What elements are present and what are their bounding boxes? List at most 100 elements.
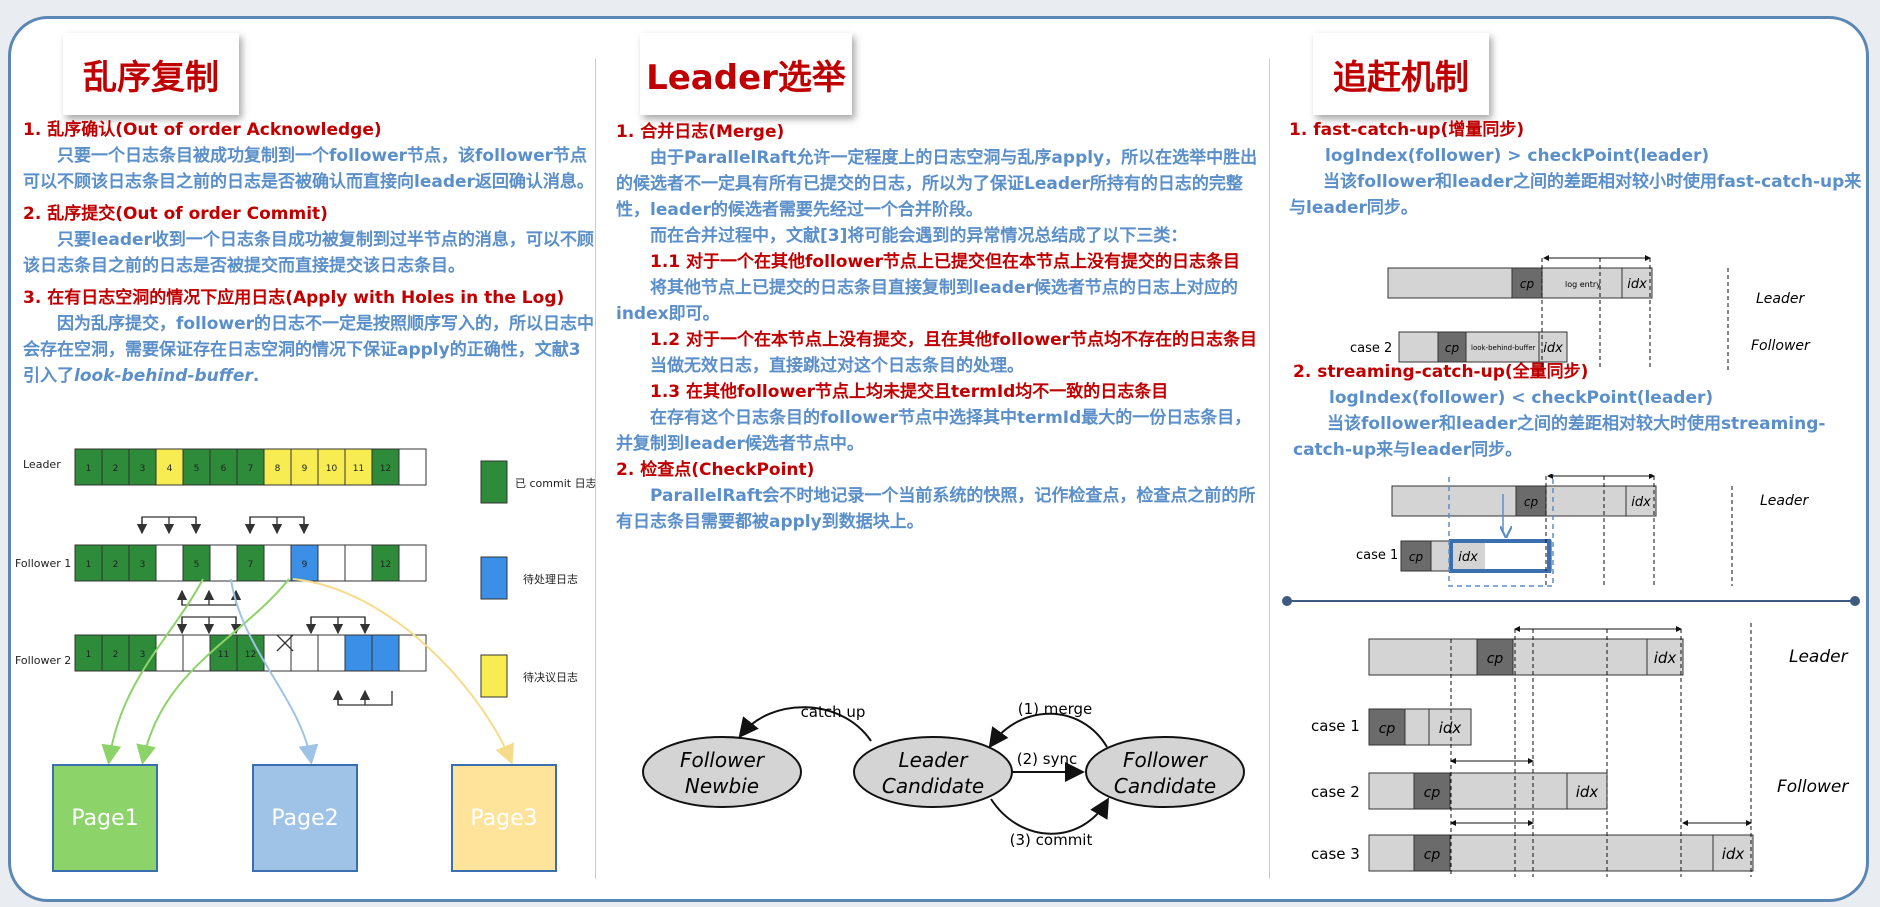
node2-line1: Leader [899,748,970,772]
mid-p12: 当做无效日志，直接跳过对这个日志条目的处理。 [650,356,1024,376]
fast-log-entry-label: log entry [1565,280,1601,289]
log-cell-number: 7 [248,560,254,570]
log-cell [344,448,373,486]
log-cell [74,634,103,672]
legend-undecided: 待决议日志 [523,670,578,684]
mid-p13: 在存有这个日志条目的follower节点中选择其中termId最大的一份日志条目… [616,408,1252,454]
log-cell [398,544,427,582]
title-out-of-order-replication: 乱序复制 [63,33,239,115]
cases-leader-cp-label: cp [1487,651,1504,667]
node2-line2: Candidate [882,774,984,798]
log-cell [236,448,265,486]
stream-leader-cp [1515,485,1547,517]
log-cell [182,448,211,486]
log-cell [209,544,238,582]
log-cell-number: 2 [113,464,119,474]
fast-follower-cp [1437,331,1467,363]
fast-follower-label: Follower [1751,338,1811,354]
log-cell-number: 1 [86,560,92,570]
cases-leader-label: Leader [1789,647,1849,667]
node3-line1: Follower [1123,748,1209,772]
middle-text: 1. 合并日志(Merge) 由于ParallelRaft允许一定程度上的日志空… [616,119,1259,535]
edge-commit: (3) commit [1010,831,1093,849]
log-cell-number: 5 [194,464,200,474]
mid-p3: ParallelRaft会不时地记录一个当前系统的快照，记作检查点，检查点之前的… [616,486,1256,532]
title-catch-up: 追赶机制 [1313,33,1489,115]
left-s3-body: 因为乱序提交，follower的日志不一定是按照顺序写入的，所以日志中会存在空洞… [23,314,595,386]
case3-cp-label: cp [1424,847,1441,863]
row-label-follower1: Follower 1 [15,557,71,570]
mid-p1: 由于ParallelRaft允许一定程度上的日志空洞与乱序apply，所以在选举… [616,148,1258,220]
page2-label: Page2 [271,806,338,831]
catch-up-diagrams: cp log entry idx Leader case 2 cp look-b… [1350,255,1811,370]
case1-cp-label: cp [1379,721,1396,737]
log-cell-number: 2 [113,650,119,660]
node1-line1: Follower [680,748,766,772]
case2-idx: idx [1576,783,1599,801]
log-cell [128,448,157,486]
page2-block [252,764,358,872]
edge-sync: (2) sync [1017,750,1077,768]
log-cell-number: 10 [326,464,338,474]
right-p2: 当该follower和leader之间的差距相对较大时使用streaming-c… [1293,414,1826,460]
log-cell-number: 2 [113,560,119,570]
left-s1-body: 只要一个日志条目被成功复制到一个follower节点，该follower节点可以… [23,146,594,192]
left-s1-heading: 1. 乱序确认(Out of order Acknowledge) [23,120,382,140]
log-cell-number: 12 [245,650,256,660]
log-cell-number: 12 [380,464,391,474]
case1-cp [1368,708,1406,746]
log-cell [344,544,373,582]
right-formula2: logIndex(follower) < checkPoint(leader) [1329,388,1714,408]
log-cell-number: 6 [221,464,227,474]
log-cell [155,544,184,582]
log-cell [344,634,373,672]
right-p1: 当该follower和leader之间的差距相对较小时使用fast-catch-… [1289,172,1862,218]
mid-h13: 1.3 在其他follower节点上均未提交且termId均不一致的日志条目 [650,382,1169,402]
cases-follower-label: Follower [1777,777,1849,797]
stream-follower-cp [1400,540,1432,572]
stream-leader-label: Leader [1760,493,1809,509]
left-s3-italic: look-behind-buffer [74,366,253,386]
right-text-1: 1. fast-catch-up(增量同步) logIndex(follower… [1289,117,1864,221]
mid-h2: 2. 检查点(CheckPoint) [616,460,815,480]
fast-lbb-label: look-behind-buffer [1471,344,1536,352]
fast-follower-cp-label: cp [1445,341,1460,355]
page1-block [52,764,158,872]
cases-case2-label: case 2 [1311,783,1360,801]
column-divider [1269,59,1270,879]
fast-leader-cp-label: cp [1520,277,1535,291]
log-cell [290,544,319,582]
node-follower-newbie [642,736,802,808]
legend-yellow-swatch [480,654,508,698]
left-text: 1. 乱序确认(Out of order Acknowledge) 只要一个日志… [23,117,595,389]
log-cell [182,544,211,582]
streaming-diagram: cp idx Leader case 1 cp idx [1356,474,1809,587]
case2-log [1368,772,1608,810]
legend-pending: 待处理日志 [523,572,578,586]
legend-green-swatch [480,460,508,504]
right-separator [1282,596,1860,606]
left-s2-heading: 2. 乱序提交(Out of order Commit) [23,204,328,224]
case2-cp-label: cp [1424,785,1441,801]
log-cell [74,544,103,582]
right-formula1: logIndex(follower) > checkPoint(leader) [1325,146,1710,166]
cases-leader-log [1368,638,1684,676]
mid-h1: 1. 合并日志(Merge) [616,122,785,142]
legend-blue-swatch [480,556,508,600]
log-cell [317,634,346,672]
right-h2: 2. streaming-catch-up(全量同步) [1293,362,1589,382]
node-follower-candidate [1085,736,1245,808]
right-text-2: 2. streaming-catch-up(全量同步) logIndex(fol… [1293,359,1866,463]
log-cell [128,634,157,672]
mid-p2: 而在合并过程中，文献[3]将可能会遇到的异常情况总结成了以下三类： [650,226,1188,246]
fast-leader-idx: idx [1627,277,1647,292]
mid-p11: 将其他节点上已提交的日志条目直接复制到leader候选者节点的日志上对应的ind… [616,278,1238,324]
case2-cp [1413,772,1451,810]
log-cell-number: 11 [353,464,364,474]
page3-label: Page3 [470,806,537,831]
stream-leader-cp-label: cp [1524,495,1539,509]
